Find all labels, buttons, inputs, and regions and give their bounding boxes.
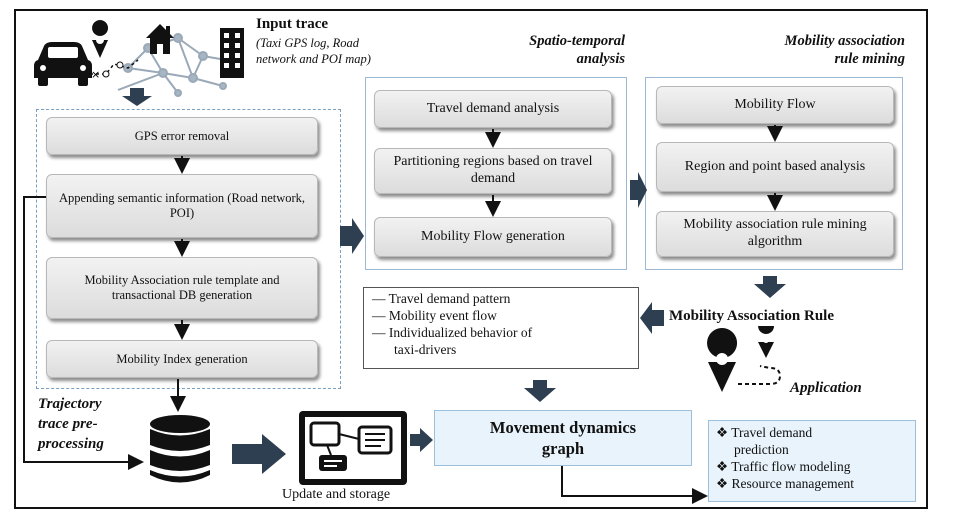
spatio-title-line-1: Spatio-temporal [529, 33, 625, 49]
application-label: Application [790, 380, 862, 396]
building-icon [220, 28, 244, 78]
results-box [363, 287, 639, 369]
house-icon [146, 24, 174, 54]
result-item: taxi-drivers [394, 342, 457, 357]
mobility-flow-box: Mobility Flow [656, 86, 894, 124]
graph-label-line-1: Movement dynamics [489, 418, 637, 437]
results-list: — Travel demand pattern — Mobility event… [372, 290, 532, 358]
database-icon [150, 415, 210, 483]
semantic-info-box: Appending semantic information (Road net… [46, 174, 318, 238]
rule-mining-title-line-2: rule mining [834, 51, 905, 67]
result-item: — Travel demand pattern [372, 291, 511, 306]
rule-mining-algorithm-box: Mobility association rule mining algorit… [656, 211, 894, 257]
rule-mining-title: Mobility association rule mining [720, 32, 905, 68]
rule-template-box: Mobility Association rule template and t… [46, 257, 318, 319]
graph-label-line-2: graph [541, 439, 585, 458]
application-item: prediction [734, 442, 789, 457]
input-icons: × [34, 20, 244, 97]
input-trace-title: Input trace [256, 16, 329, 32]
region-point-analysis-box: Region and point based analysis [656, 142, 894, 192]
results-to-graph-arrow [524, 380, 556, 402]
gps-error-removal-box: GPS error removal [46, 117, 318, 155]
application-item: ❖ Travel demand [716, 425, 813, 440]
location-pin-icon [92, 20, 109, 58]
spatio-title-line-2: analysis [576, 51, 625, 67]
applications-box [708, 420, 916, 502]
mobility-flow-generation-box: Mobility Flow generation [374, 217, 612, 257]
road-network-icon [117, 33, 227, 97]
rule-mining-title-line-1: Mobility association [784, 33, 905, 49]
application-item: ❖ Traffic flow modeling [716, 459, 851, 474]
trajectory-label-line-3: processing [38, 436, 104, 452]
update-storage-icon [299, 411, 407, 485]
trajectory-label-line-2: trace pre- [38, 416, 98, 432]
spatio-to-rule-arrow [630, 172, 647, 208]
mobility-index-box: Mobility Index generation [46, 340, 318, 378]
applications-list: ❖ Travel demand prediction ❖ Traffic flo… [716, 424, 854, 492]
db-to-storage-arrow [232, 434, 286, 474]
rule-to-results-arrow [640, 302, 664, 334]
partitioning-regions-box: Partitioning regions based on travel dem… [374, 148, 612, 194]
trajectory-label-line-1: Trajectory [38, 396, 102, 412]
result-item: — Mobility event flow [372, 308, 497, 323]
result-item: — Individualized behavior of [372, 325, 533, 340]
trajectory-label: Trajectory trace pre- processing [38, 394, 104, 454]
update-storage-label: Update and storage [282, 487, 391, 502]
movement-dynamics-graph-box: Movement dynamics graph [434, 410, 692, 466]
association-rule-label: Mobility Association Rule [669, 308, 835, 324]
rule-down-arrow [754, 276, 786, 298]
input-down-arrow [122, 88, 152, 106]
pre-to-spatio-arrow [340, 218, 364, 254]
storage-to-graph-arrow [410, 428, 433, 452]
travel-demand-analysis-box: Travel demand analysis [374, 90, 612, 128]
input-trace-subtitle-2: network and POI map) [256, 52, 371, 66]
application-icon [707, 326, 782, 392]
input-trace-subtitle-1: (Taxi GPS log, Road [256, 36, 360, 50]
car-icon [34, 42, 92, 86]
svg-text:×: × [91, 68, 100, 81]
application-item: ❖ Resource management [716, 476, 855, 491]
spatio-temporal-title: Spatio-temporal analysis [480, 32, 625, 68]
